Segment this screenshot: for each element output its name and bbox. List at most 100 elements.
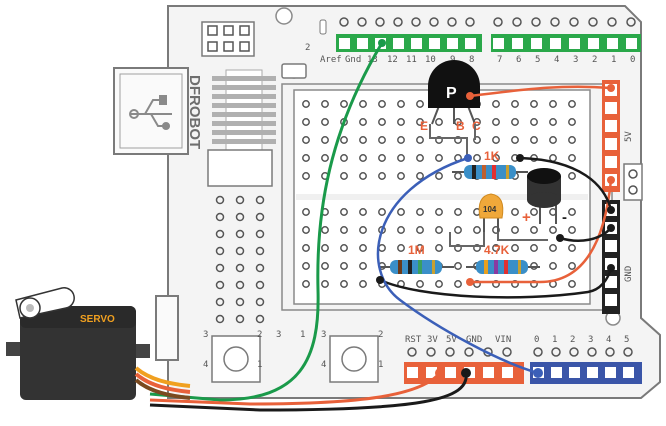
svg-text:4: 4 (554, 55, 559, 65)
proto-hole (359, 280, 367, 288)
proto-hole (255, 314, 265, 324)
proto-hole (378, 136, 386, 144)
digital-pin-labels-right: 7 6 5 4 3 2 1 0 (497, 55, 635, 65)
proto-hole (302, 208, 310, 216)
svg-text:3: 3 (321, 330, 326, 340)
gnd-label: GND (624, 266, 634, 282)
proto-hole (511, 244, 519, 252)
header-socket (531, 38, 542, 49)
proto-hole (359, 262, 367, 270)
header-socket (465, 38, 476, 49)
wire-black-1m (379, 267, 613, 299)
side-pins (623, 163, 643, 201)
icsp-header (201, 21, 255, 57)
header-socket (626, 38, 637, 49)
proto-hole (397, 100, 405, 108)
proto-hole (302, 118, 310, 126)
svg-text:1M: 1M (408, 243, 425, 257)
digital-header-right (491, 34, 641, 52)
capacitor-104: 104 (478, 193, 504, 232)
proto-hole (492, 118, 500, 126)
proto-hole (321, 154, 329, 162)
proto-hole (215, 195, 225, 205)
proto-hole (549, 118, 557, 126)
push-button-right: 3 2 4 1 (321, 330, 383, 383)
proto-hole (340, 136, 348, 144)
header-pin (393, 17, 403, 27)
svg-text:0: 0 (630, 55, 635, 65)
header-socket (339, 38, 350, 49)
header-socket (445, 367, 456, 378)
proto-hole (255, 212, 265, 222)
header-socket (429, 38, 440, 49)
pin2-label: 2 (305, 43, 310, 53)
power-pin-labels: RST 3V 5V GND VIN (405, 335, 511, 345)
proto-hole (492, 154, 500, 162)
proto-hole (359, 208, 367, 216)
header-pin (445, 347, 455, 357)
proto-hole (235, 229, 245, 239)
svg-text:1: 1 (378, 360, 383, 370)
svg-text:7: 7 (497, 55, 502, 65)
proto-hole (568, 244, 576, 252)
header-socket (411, 38, 422, 49)
proto-hole (255, 229, 265, 239)
resistor-1k: 1K (452, 149, 528, 179)
button-middle-label: 3 (276, 330, 281, 340)
wire-black-mic (559, 227, 612, 242)
wire-endpoints (376, 39, 615, 378)
proto-hole (530, 208, 538, 216)
proto-hole (340, 154, 348, 162)
proto-hole (302, 244, 310, 252)
proto-hole (530, 118, 538, 126)
header-pin (447, 17, 457, 27)
transistor-pin-c: C (472, 119, 481, 133)
proto-hole (378, 154, 386, 162)
jumper-links (429, 124, 548, 247)
proto-hole (530, 244, 538, 252)
proto-hole (416, 100, 424, 108)
proto-hole (568, 100, 576, 108)
wire-red-top (469, 85, 612, 98)
svg-text:3V: 3V (427, 335, 438, 345)
servo-motor: SERVO (6, 287, 150, 400)
wire-red-servo (149, 371, 442, 406)
proto-hole (454, 280, 462, 288)
svg-text:3: 3 (573, 55, 578, 65)
svg-text:Gnd: Gnd (345, 55, 361, 65)
svg-text:5: 5 (624, 335, 629, 345)
proto-hole (235, 263, 245, 273)
header-pin (588, 17, 598, 27)
proto-hole (435, 208, 443, 216)
proto-hole (416, 226, 424, 234)
proto-hole (215, 229, 225, 239)
proto-hole (549, 226, 557, 234)
proto-hole (321, 118, 329, 126)
analog-pin-labels: 0 1 2 3 4 5 (534, 335, 629, 345)
proto-hole (435, 118, 443, 126)
proto-hole (359, 244, 367, 252)
header-socket (483, 367, 494, 378)
wire-black-servo (149, 372, 468, 412)
proto-hole (302, 226, 310, 234)
proto-hole (416, 118, 424, 126)
svg-text:1: 1 (257, 360, 262, 370)
brand-logo: DFROBOT (186, 75, 203, 149)
proto-hole (235, 195, 245, 205)
proto-hole (492, 226, 500, 234)
led-indicator (319, 19, 327, 35)
proto-hole (416, 136, 424, 144)
header-socket (588, 38, 599, 49)
svg-text:4.7K: 4.7K (484, 243, 510, 257)
proto-hole (321, 244, 329, 252)
header-socket (407, 367, 418, 378)
proto-hole (340, 226, 348, 234)
transistor-pin-e: E (420, 119, 428, 133)
svg-text:VIN: VIN (495, 335, 511, 345)
proto-hole (416, 280, 424, 288)
proto-hole (235, 280, 245, 290)
header-socket (607, 38, 618, 49)
header-pin (569, 347, 579, 357)
proto-hole (255, 280, 265, 290)
